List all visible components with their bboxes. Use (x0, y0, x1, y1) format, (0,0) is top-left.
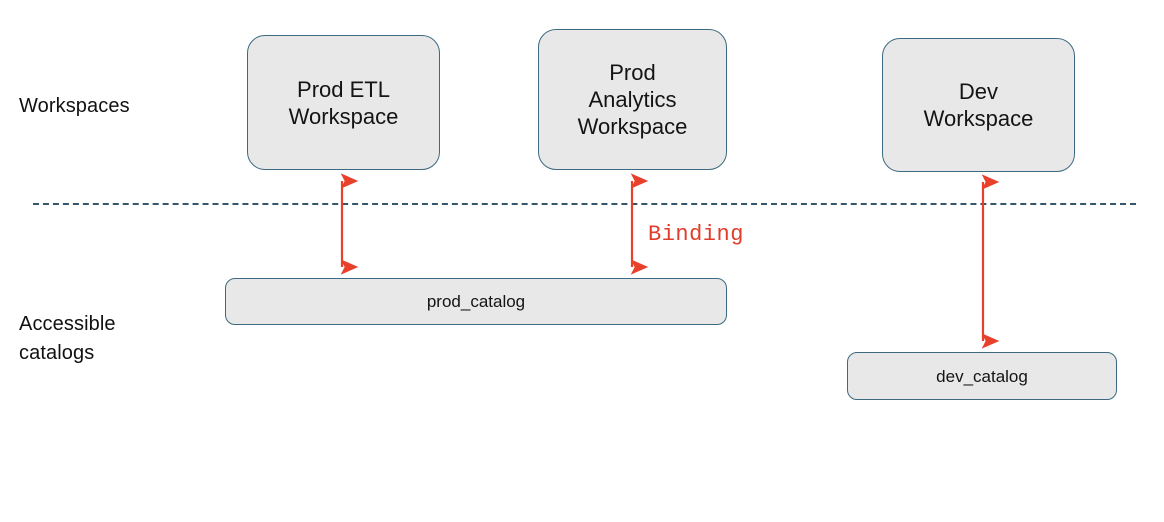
workspace-node-prod-analytics[interactable]: Prod Analytics Workspace (538, 29, 727, 170)
row-label-accessible-catalogs: Accessible catalogs (19, 313, 116, 364)
catalog-node-dev-catalog[interactable]: dev_catalog (847, 352, 1117, 400)
workspace-node-prod-etl[interactable]: Prod ETL Workspace (247, 35, 440, 170)
binding-annotation-label: Binding (648, 222, 744, 247)
workspace-node-dev[interactable]: Dev Workspace (882, 38, 1075, 172)
catalog-node-prod-catalog[interactable]: prod_catalog (225, 278, 727, 325)
workspace-catalog-divider (33, 203, 1136, 205)
row-label-workspaces: Workspaces (19, 95, 130, 117)
